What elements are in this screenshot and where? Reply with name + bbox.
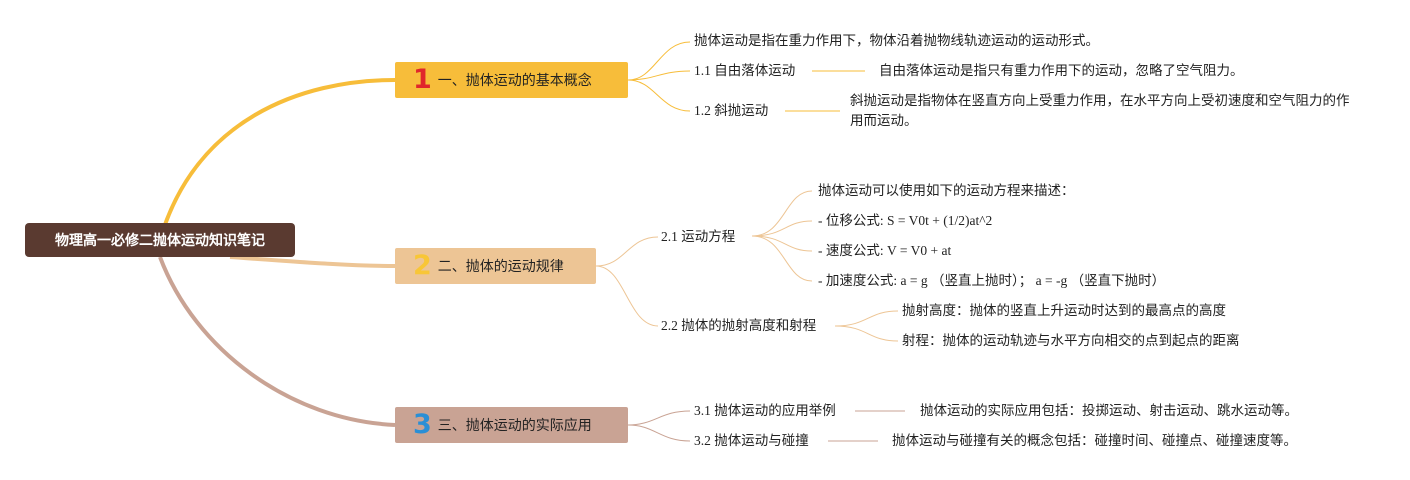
branch-node-3[interactable]: 3 三、抛体运动的实际应用 <box>395 407 628 443</box>
b2-d-2-2-a <box>834 310 899 327</box>
root-node[interactable]: 物理高一必修二抛体运动知识笔记 <box>25 223 295 257</box>
b1-link-1-1 <box>627 70 691 81</box>
node-1-2[interactable]: 1.2 斜抛运动 <box>694 103 769 118</box>
node-2-2-detail-1[interactable]: 抛射高度：抛体的竖直上升运动时达到的最高点的高度 <box>902 303 1226 318</box>
node-1-intro[interactable]: 抛体运动是指在重力作用下，物体沿着抛物线轨迹运动的运动形式。 <box>694 33 1099 48</box>
root-label: 物理高一必修二抛体运动知识笔记 <box>55 233 265 249</box>
b1-link-1-2 <box>627 79 691 112</box>
node-1-1[interactable]: 1.1 自由落体运动 <box>694 63 796 78</box>
b1-link-text <box>627 41 691 81</box>
branch-label-1: 一、抛体运动的基本概念 <box>437 73 592 89</box>
b2-link-2-2 <box>595 265 659 327</box>
number-1-icon: 1 <box>413 64 432 95</box>
b2-d-2-1-d <box>751 235 813 282</box>
b2-d-2-1-b <box>751 220 813 237</box>
b3-link-3-2 <box>627 424 691 442</box>
node-1-2-detail[interactable]: 斜抛运动是指物体在竖直方向上受重力作用，在水平方向上受初速度和空气阻力的作用而运… <box>850 93 1350 128</box>
branch-label-3: 三、抛体运动的实际应用 <box>437 418 592 434</box>
root-to-branch-2 <box>229 255 396 268</box>
node-2-1-detail-4[interactable]: - 加速度公式: a = g （竖直上抛时）； a = -g （竖直下抛时） <box>818 273 1166 288</box>
number-3-icon: 3 <box>413 409 432 440</box>
root-to-branch-3 <box>158 256 396 427</box>
number-2-icon: 2 <box>413 250 432 281</box>
node-2-2-detail-2[interactable]: 射程：抛体的运动轨迹与水平方向相交的点到起点的距离 <box>902 333 1240 348</box>
b2-d-2-1-c <box>751 235 813 252</box>
b3-link-3-1 <box>627 410 691 426</box>
b2-d-2-1-a <box>751 190 813 237</box>
node-3-1-detail[interactable]: 抛体运动的实际应用包括：投掷运动、射击运动、跳水运动等。 <box>920 403 1298 418</box>
node-2-1[interactable]: 2.1 运动方程 <box>661 229 736 244</box>
branch-node-1[interactable]: 1 一、抛体运动的基本概念 <box>395 62 628 98</box>
b2-link-2-1 <box>595 236 659 267</box>
branch-label-2: 二、抛体的运动规律 <box>437 259 564 275</box>
root-to-branch-1 <box>158 78 396 241</box>
node-3-1[interactable]: 3.1 抛体运动的应用举例 <box>694 403 836 418</box>
node-2-1-detail-3[interactable]: - 速度公式: V = V0 + at <box>818 243 952 258</box>
node-2-1-detail-1[interactable]: 抛体运动可以使用如下的运动方程来描述： <box>818 183 1075 198</box>
node-2-1-detail-2[interactable]: - 位移公式: S = V0t + (1/2)at^2 <box>818 213 993 228</box>
node-1-1-detail[interactable]: 自由落体运动是指只有重力作用下的运动，忽略了空气阻力。 <box>879 63 1244 78</box>
node-2-2[interactable]: 2.2 抛体的抛射高度和射程 <box>661 318 817 333</box>
node-3-2-detail[interactable]: 抛体运动与碰撞有关的概念包括：碰撞时间、碰撞点、碰撞速度等。 <box>892 433 1297 448</box>
node-3-2[interactable]: 3.2 抛体运动与碰撞 <box>694 433 809 448</box>
branch-node-2[interactable]: 2 二、抛体的运动规律 <box>395 248 596 284</box>
b2-d-2-2-b <box>834 325 899 342</box>
